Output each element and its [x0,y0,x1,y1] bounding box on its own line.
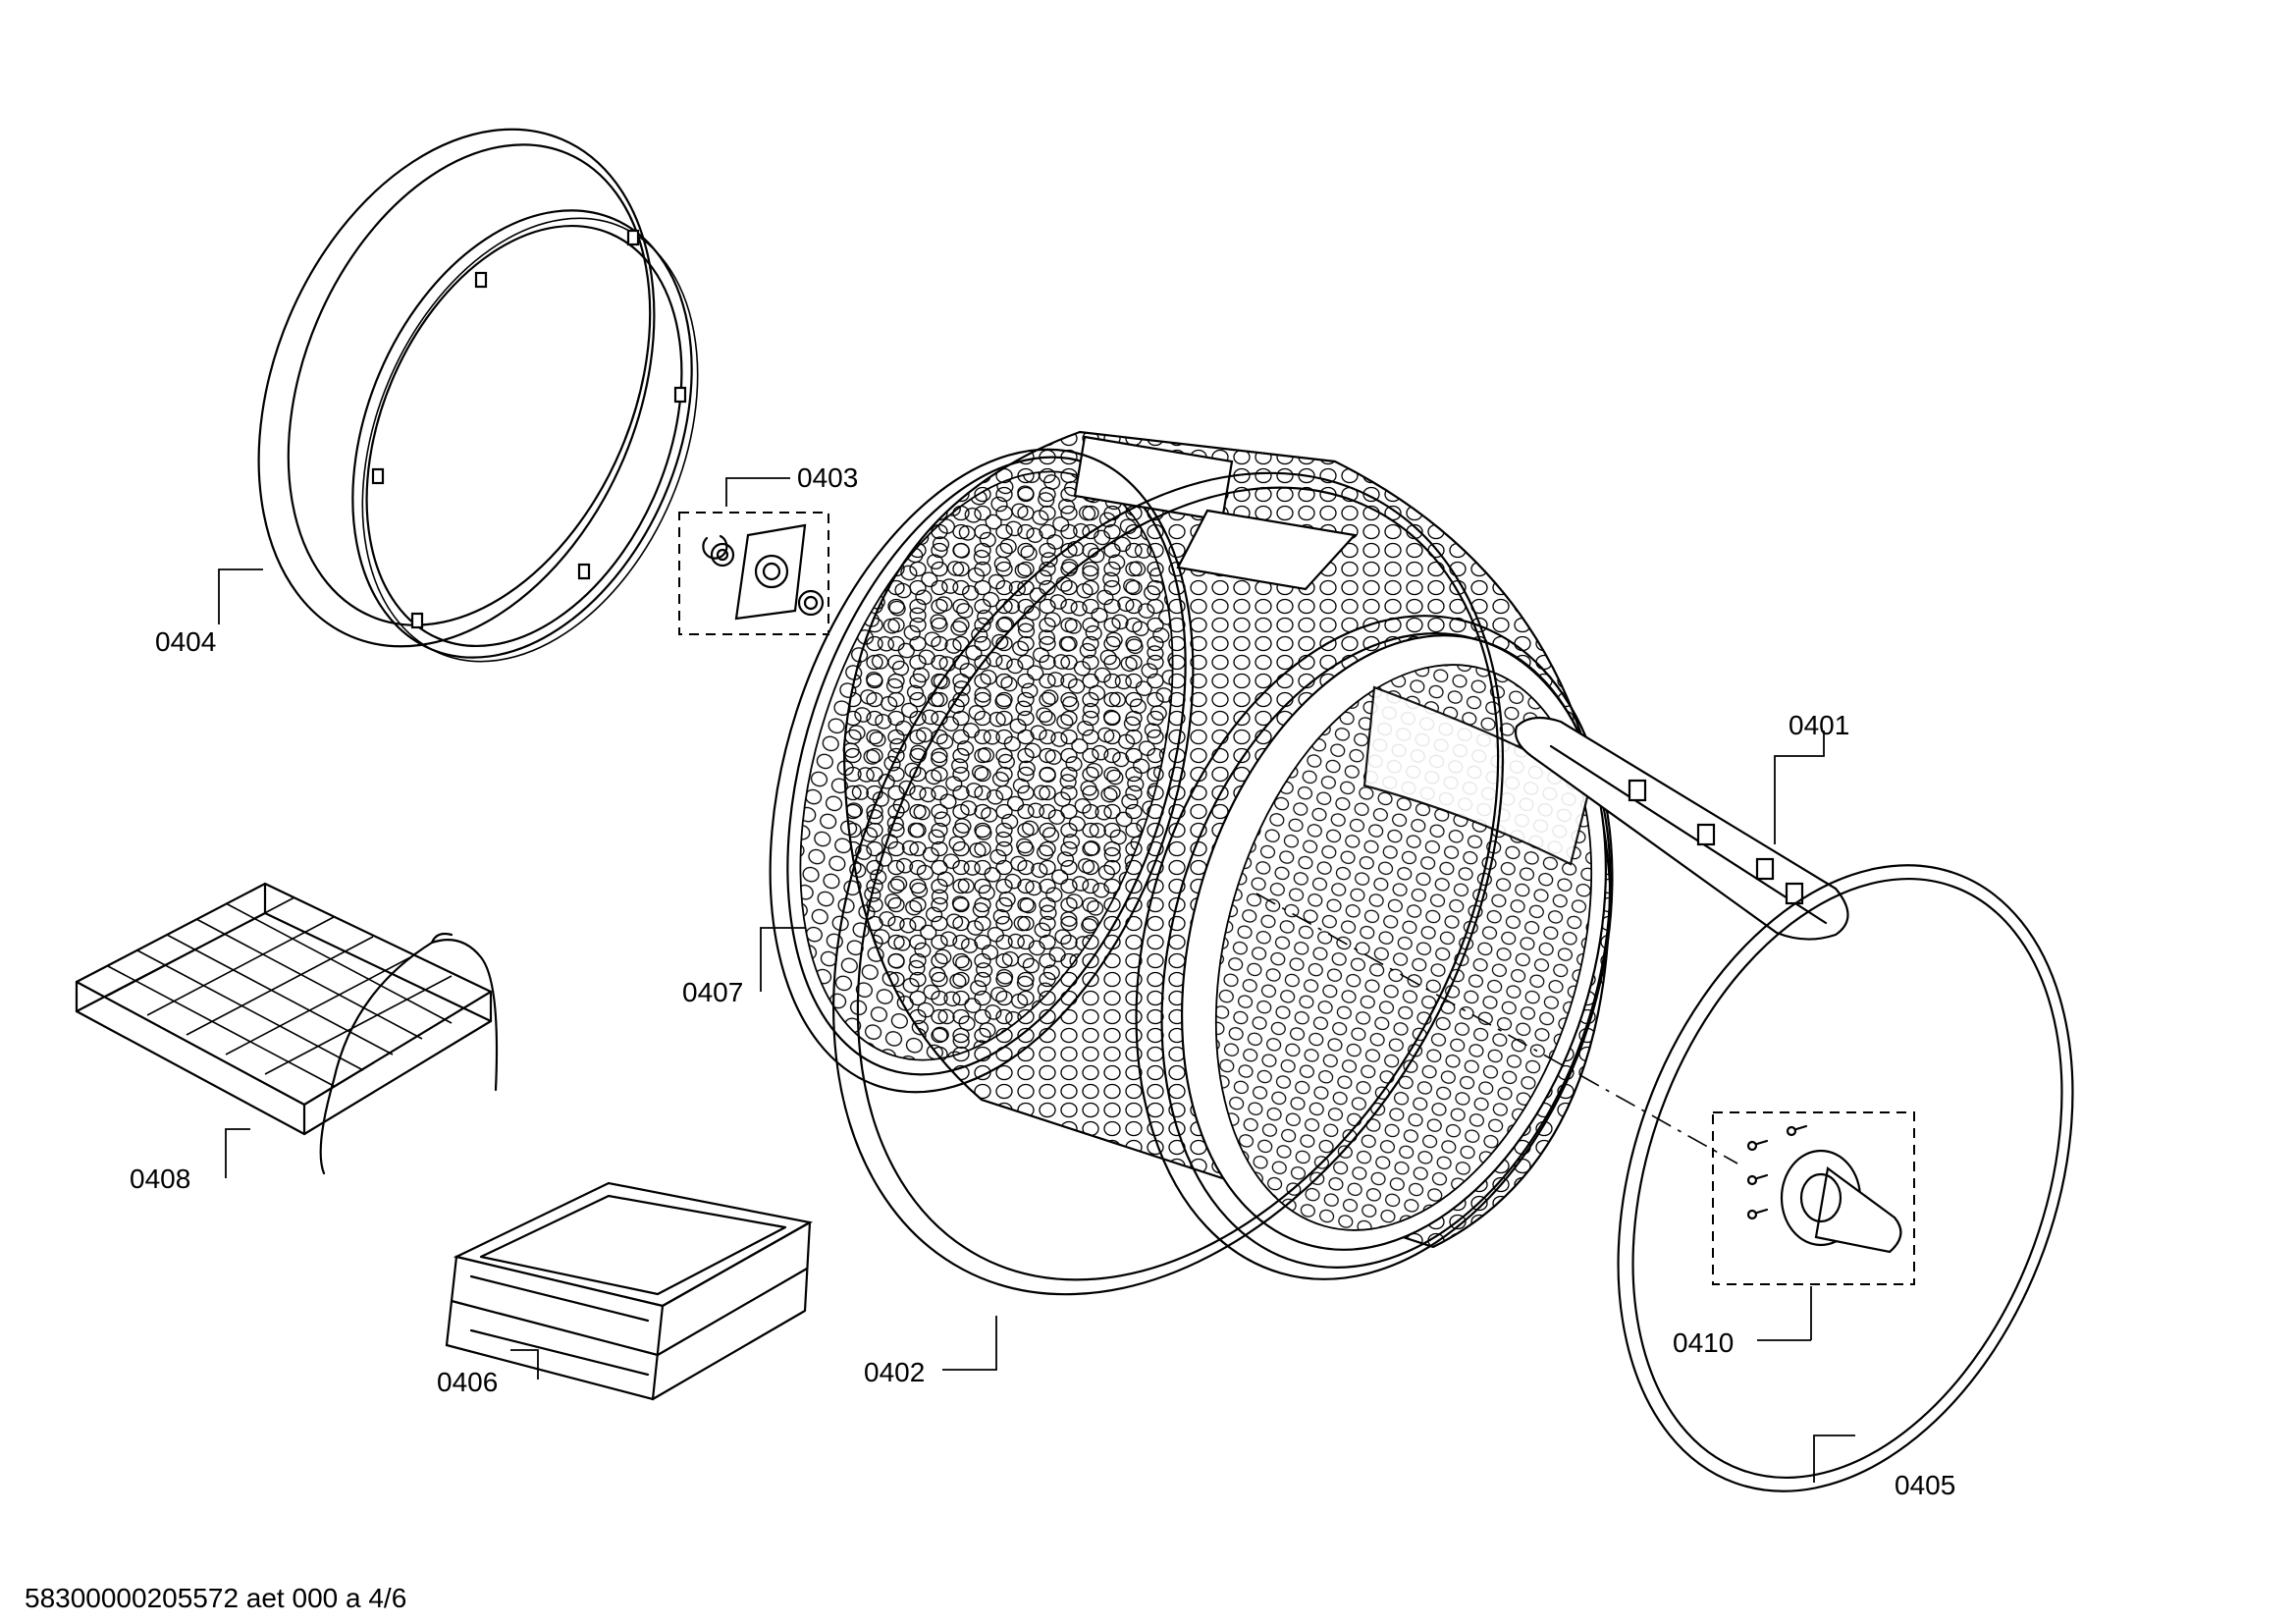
basket-part [75,882,499,1175]
label-0408: 0408 [130,1164,190,1194]
label-0402: 0402 [864,1357,925,1387]
label-0401: 0401 [1789,710,1849,740]
drum-part [769,430,1614,1280]
bearing-kit-part [678,512,829,635]
leader-lines [218,477,1855,1483]
label-0406: 0406 [437,1367,498,1397]
door-ring-part [257,128,699,663]
shaft-kit-part [1712,1111,1915,1285]
back-ring-part [1617,864,2074,1492]
label-0407: 0407 [682,977,743,1007]
label-0410: 0410 [1673,1327,1734,1358]
seal-ring-part [832,471,1504,1296]
label-0403: 0403 [797,462,858,493]
label-0405: 0405 [1895,1470,1955,1500]
document-id: 58300000205572 aet 000 a 4/6 [25,1583,406,1613]
label-0404: 0404 [155,626,216,657]
filter-frame-part [445,1181,814,1401]
paddle-part [1514,716,1849,941]
